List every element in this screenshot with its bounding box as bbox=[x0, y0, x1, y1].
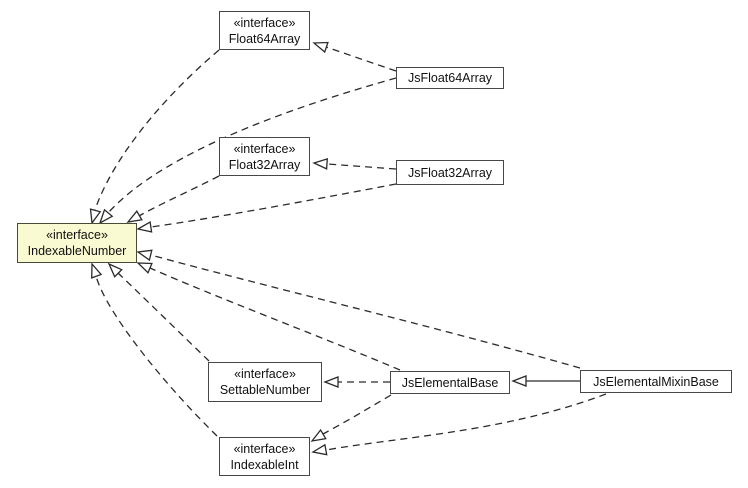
node-float64array[interactable]: «interface» Float64Array bbox=[219, 11, 310, 50]
edge-JsFloat32Array-to-Float32Array bbox=[326, 163, 397, 170]
class-name: SettableNumber bbox=[219, 383, 311, 397]
arrowhead-IndexableNumber bbox=[91, 262, 103, 279]
class-name: JsElementalMixinBase bbox=[593, 374, 719, 389]
arrowhead-IndexableNumber bbox=[107, 262, 123, 278]
node-float32array[interactable]: «interface» Float32Array bbox=[219, 137, 310, 176]
stereotype-label: «interface» bbox=[233, 441, 296, 456]
edge-Float64Array-to-IndexableNumber bbox=[94, 49, 220, 211]
edge-JsFloat64Array-to-IndexableNumber bbox=[107, 77, 397, 214]
class-name: JsFloat32Array bbox=[407, 165, 493, 180]
arrowhead-IndexableNumber bbox=[126, 210, 143, 223]
edge-JsElementalMixinBase-to-IndexableNumber bbox=[150, 254, 581, 369]
stereotype-label: «interface» bbox=[234, 367, 296, 381]
arrowhead-IndexableNumber bbox=[98, 208, 114, 225]
arrowhead-Float32Array bbox=[312, 157, 329, 170]
arrowhead-IndexableNumber bbox=[89, 208, 102, 225]
node-indexableint[interactable]: «interface» IndexableInt bbox=[219, 437, 310, 476]
edge-JsFloat32Array-to-IndexableNumber bbox=[150, 183, 397, 228]
edge-Float32Array-to-IndexableNumber bbox=[138, 175, 220, 217]
node-jsfloat64array[interactable]: JsFloat64Array bbox=[396, 67, 504, 89]
arrowhead-IndexableInt bbox=[311, 443, 328, 456]
arrowhead-IndexableNumber bbox=[136, 262, 153, 274]
edge-IndexableInt-to-IndexableNumber bbox=[95, 275, 218, 437]
edge-JsElementalBase-to-IndexableInt bbox=[322, 394, 392, 435]
arrowhead-IndexableInt bbox=[310, 428, 327, 442]
node-jsfloat32array[interactable]: JsFloat32Array bbox=[396, 160, 504, 185]
stereotype-label: «interface» bbox=[233, 141, 296, 156]
edge-SettableNumber-to-IndexableNumber bbox=[117, 272, 210, 362]
arrowhead-SettableNumber bbox=[323, 376, 339, 388]
arrowhead-Float64Array bbox=[312, 41, 329, 54]
stereotype-label: «interface» bbox=[46, 228, 108, 242]
node-jselementalbase[interactable]: JsElementalBase bbox=[390, 371, 510, 394]
node-indexablenumber-highlighted: «interface» IndexableNumber bbox=[17, 223, 137, 263]
arrowhead-JsElementalBase bbox=[511, 375, 527, 387]
arrowhead-IndexableNumber bbox=[136, 249, 153, 262]
node-jselementalmixinbase[interactable]: JsElementalMixinBase bbox=[580, 370, 732, 393]
class-name: JsFloat64Array bbox=[407, 71, 493, 85]
class-name: IndexableNumber bbox=[27, 244, 127, 258]
class-name: Float64Array bbox=[228, 31, 301, 46]
edge-JsElementalMixinBase-to-IndexableInt bbox=[325, 393, 607, 451]
stereotype-label: «interface» bbox=[233, 15, 296, 30]
class-name: JsElementalBase bbox=[401, 375, 499, 390]
edge-JsFloat64Array-to-Float64Array bbox=[325, 46, 397, 72]
edge-JsElementalBase-to-IndexableNumber bbox=[149, 267, 401, 371]
class-name: IndexableInt bbox=[230, 457, 299, 472]
node-settablenumber[interactable]: «interface» SettableNumber bbox=[208, 362, 322, 402]
arrowhead-IndexableNumber bbox=[136, 220, 153, 233]
class-name: Float32Array bbox=[228, 157, 301, 172]
